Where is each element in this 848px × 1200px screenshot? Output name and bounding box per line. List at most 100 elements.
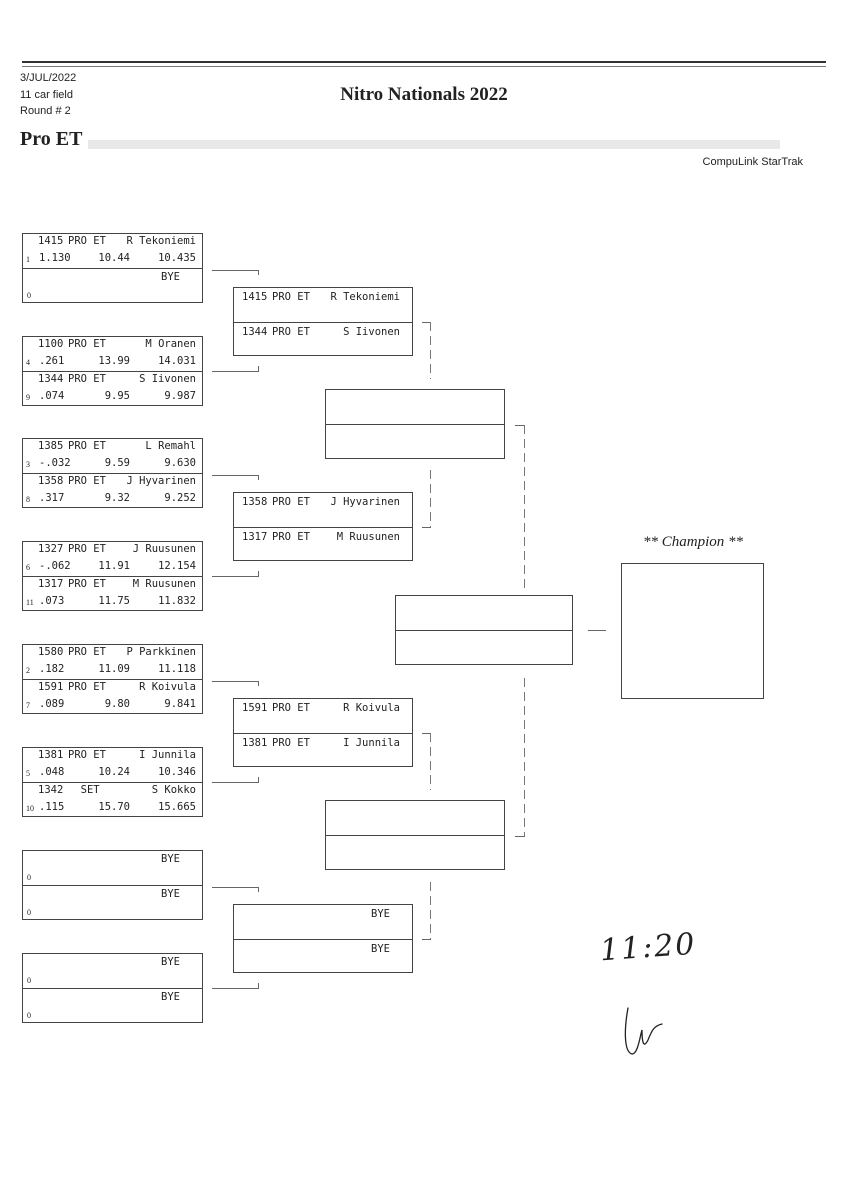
- seed-number: 0: [27, 976, 31, 985]
- car-class: SET: [68, 784, 100, 796]
- car-class: PRO ET: [68, 475, 106, 487]
- connector-line: [212, 988, 259, 989]
- connector-line: [212, 270, 259, 271]
- lane[interactable]: [326, 801, 504, 835]
- connector-line: [422, 322, 431, 323]
- connector-tick: [258, 681, 259, 686]
- dial-in: 9.95: [104, 390, 130, 402]
- seed-number: 5: [26, 769, 30, 778]
- connector-tick: [258, 777, 259, 782]
- elapsed-time: 11.832: [158, 595, 196, 607]
- dial-in: 10.24: [98, 766, 130, 778]
- lane[interactable]: BYE: [234, 905, 412, 939]
- car-number: 1381: [242, 736, 268, 749]
- car-class: PRO ET: [272, 530, 310, 543]
- reaction-time: -.032: [39, 457, 71, 469]
- connector-line: [212, 782, 259, 783]
- connector-line: [212, 681, 259, 682]
- car-number: 1415: [38, 235, 64, 247]
- car-class: PRO ET: [68, 681, 106, 693]
- car-number: 1344: [38, 373, 64, 385]
- seed-number: 2: [26, 666, 30, 675]
- lane[interactable]: [326, 424, 504, 459]
- driver-name: R Koivula: [343, 702, 400, 714]
- reaction-time: .182: [39, 663, 65, 675]
- car-number: 1381: [38, 749, 64, 761]
- car-class: PRO ET: [272, 702, 310, 714]
- car-number: 1344: [242, 325, 268, 338]
- round2-matchup: BYE BYE: [233, 904, 413, 973]
- class-title: Pro ET: [20, 128, 83, 150]
- connector-dashed: [430, 322, 431, 379]
- car-class: PRO ET: [272, 736, 310, 749]
- connector-tick: [258, 475, 259, 480]
- connector-line: [515, 425, 525, 426]
- connector-tick: [258, 983, 259, 988]
- connector-line: [212, 475, 259, 476]
- reaction-time: .073: [39, 595, 65, 607]
- connector-line: [212, 371, 259, 372]
- event-date: 3/JUL/2022: [20, 72, 77, 84]
- seed-number: 0: [27, 291, 31, 300]
- car-class: PRO ET: [68, 373, 106, 385]
- elapsed-time: 10.346: [158, 766, 196, 778]
- round3-matchup: [325, 800, 505, 870]
- car-number: 1317: [242, 530, 268, 543]
- vendor-label: CompuLink StarTrak: [702, 156, 803, 168]
- lane[interactable]: [396, 630, 572, 665]
- elapsed-time: 9.630: [164, 457, 196, 469]
- driver-name: S Iivonen: [343, 325, 400, 338]
- reaction-time: .048: [39, 766, 65, 778]
- lane[interactable]: BYE 0: [23, 268, 202, 303]
- bye-label: BYE: [371, 908, 390, 920]
- lane[interactable]: [326, 835, 504, 870]
- lane[interactable]: [396, 596, 572, 630]
- bye-label: BYE: [371, 942, 390, 955]
- round3-matchup: [325, 389, 505, 459]
- driver-name: R Tekoniemi: [126, 235, 196, 247]
- driver-name: M Oranen: [145, 338, 196, 350]
- lane[interactable]: [326, 390, 504, 424]
- connector-tick: [258, 571, 259, 576]
- lane[interactable]: BYE: [234, 938, 412, 974]
- connector-line: [422, 527, 431, 528]
- seed-number: 11: [26, 598, 34, 607]
- dial-in: 11.09: [98, 663, 130, 675]
- bye-label: BYE: [161, 271, 180, 283]
- dial-in: 15.70: [98, 801, 130, 813]
- connector-line: [515, 836, 525, 837]
- champion-label: ** Champion **: [642, 534, 743, 550]
- car-class: PRO ET: [272, 291, 310, 303]
- driver-name: J Ruusunen: [132, 543, 196, 555]
- driver-name: L Remahl: [145, 440, 196, 452]
- handwritten-initials: [624, 1007, 663, 1055]
